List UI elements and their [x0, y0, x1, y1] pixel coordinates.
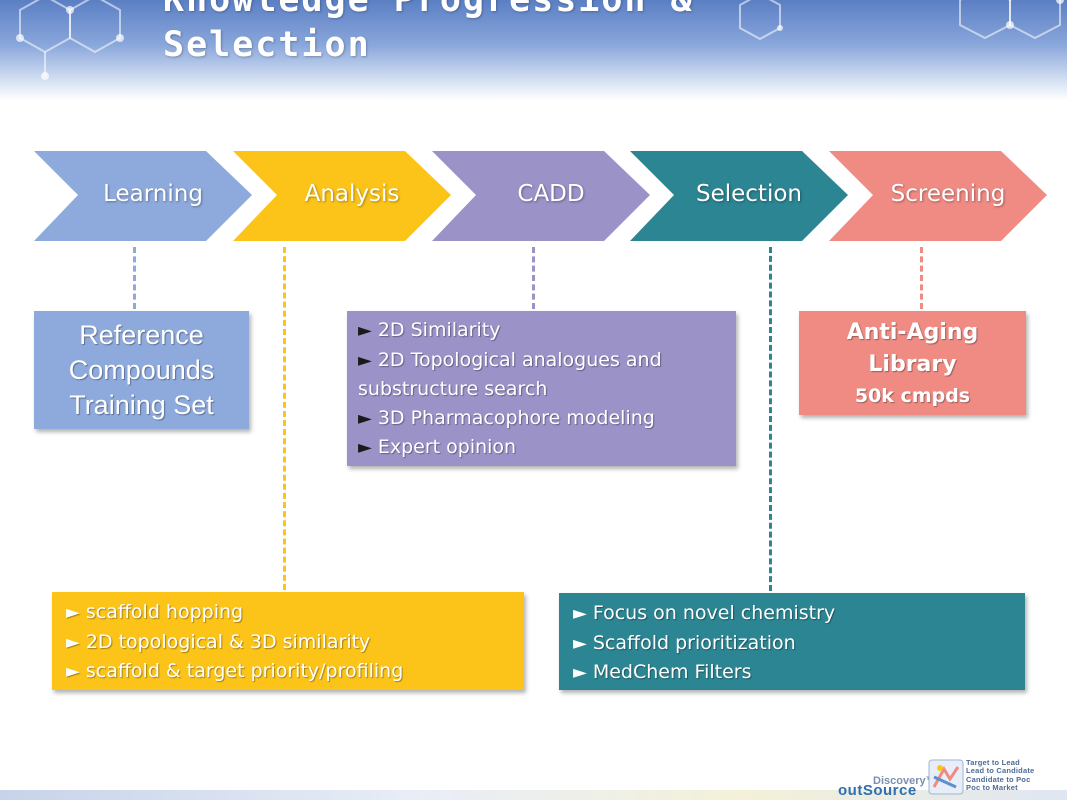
connector-screening	[920, 247, 923, 309]
step-learning: Learning	[34, 151, 252, 241]
list-item: ►2D Similarity	[358, 316, 726, 346]
list-item: ►Focus on novel chemistry	[573, 599, 1011, 629]
library-title: Anti-Aging	[846, 320, 979, 345]
chevron-shape	[829, 151, 1047, 241]
chevron-shape	[432, 151, 650, 241]
list-item: ►2D topological & 3D similarity	[66, 628, 510, 658]
tagline: Candidate to Poc	[966, 774, 1031, 784]
arrow-bullet-icon: ►	[66, 602, 80, 623]
arrow-bullet-icon: ►	[358, 320, 372, 341]
chevron-shape	[34, 151, 252, 241]
list-item: ►MedChem Filters	[573, 658, 1011, 688]
list-item-text: 2D Topological analogues and substructur…	[358, 348, 662, 401]
library-subtitle: Library	[868, 352, 957, 377]
anti-aging-library-box: Anti-Aging Library 50k cmpds	[799, 311, 1026, 415]
molecule-decoration	[16, 0, 1064, 80]
list-item-text: 2D topological & 3D similarity	[85, 630, 371, 653]
list-item-text: scaffold & target priority/profiling	[85, 660, 404, 683]
title-line-2: Selection	[163, 25, 371, 65]
list-item: ►3D Pharmacophore modeling	[358, 404, 726, 434]
list-item: ►scaffold & target priority/profiling	[66, 657, 510, 687]
connector-cadd	[532, 247, 535, 309]
arrow-bullet-icon: ►	[66, 631, 80, 653]
logo-taglines: Target to Lead Lead to Candidate Candida…	[966, 758, 1035, 793]
list-item: ►Expert opinion	[358, 433, 726, 463]
list-item-text: Scaffold prioritization	[592, 631, 796, 654]
step-label: Selection	[696, 181, 802, 207]
step-label: Screening	[890, 181, 1006, 207]
list-item-text: Expert opinion	[377, 436, 517, 459]
arrow-bullet-icon: ►	[358, 407, 372, 429]
header-banner: Knowledge Progression & Selection	[0, 0, 1067, 100]
step-label: CADD	[517, 181, 585, 207]
chevron-shape	[233, 151, 451, 241]
arrow-bullet-icon: ►	[358, 349, 372, 371]
chevron-shape	[630, 151, 848, 241]
tagline: Lead to Candidate	[966, 766, 1035, 776]
list-item: ►Scaffold prioritization	[573, 629, 1011, 659]
connector-analysis	[283, 247, 286, 590]
library-count: 50k cmpds	[854, 385, 971, 407]
arrow-bullet-icon: ►	[573, 662, 587, 684]
list-item-text: 3D Pharmacophore modeling	[377, 406, 655, 429]
step-screening: Screening	[829, 151, 1047, 241]
tagline: Poc to Market	[966, 783, 1018, 793]
list-item-text: Focus on novel chemistry	[592, 602, 836, 624]
logo-outsource-text: outSource	[838, 782, 917, 799]
footer-bar	[0, 790, 1067, 800]
logo-emblem-icon	[928, 759, 964, 795]
list-item: ►scaffold hopping	[66, 598, 510, 628]
step-cadd: CADD	[432, 151, 650, 241]
list-item-text: 2D Similarity	[377, 319, 501, 341]
selection-criteria-box: ►Focus on novel chemistry ►Scaffold prio…	[559, 593, 1025, 690]
reference-line: Compounds	[68, 355, 215, 385]
arrow-bullet-icon: ►	[358, 437, 372, 459]
connector-learning	[133, 247, 136, 309]
tagline: Target to Lead	[966, 758, 1020, 767]
step-label: Analysis	[304, 181, 400, 207]
page-title: Knowledge Progression & Selection	[163, 0, 694, 68]
list-item-text: scaffold hopping	[85, 601, 244, 623]
step-selection: Selection	[630, 151, 848, 241]
analysis-methods-box: ►scaffold hopping ►2D topological & 3D s…	[52, 592, 524, 690]
list-item: ►2D Topological analogues and substructu…	[358, 346, 726, 404]
arrow-bullet-icon: ►	[573, 632, 587, 654]
logo-discovery-text: Discovery™	[873, 775, 937, 787]
list-item-text: MedChem Filters	[592, 661, 752, 684]
title-line-1: Knowledge Progression &	[163, 0, 694, 20]
reference-line: Reference	[79, 320, 204, 350]
connector-selection	[769, 247, 772, 591]
arrow-bullet-icon: ►	[573, 603, 587, 624]
arrow-bullet-icon: ►	[66, 661, 80, 683]
step-analysis: Analysis	[233, 151, 451, 241]
company-logo: Discovery™ outSource Target to Lead Lead…	[835, 757, 1065, 799]
reference-compounds-box: Reference Compounds Training Set	[34, 311, 249, 429]
step-label: Learning	[103, 181, 203, 207]
cadd-methods-box: ►2D Similarity ►2D Topological analogues…	[347, 311, 736, 466]
reference-line: Training Set	[69, 390, 214, 420]
